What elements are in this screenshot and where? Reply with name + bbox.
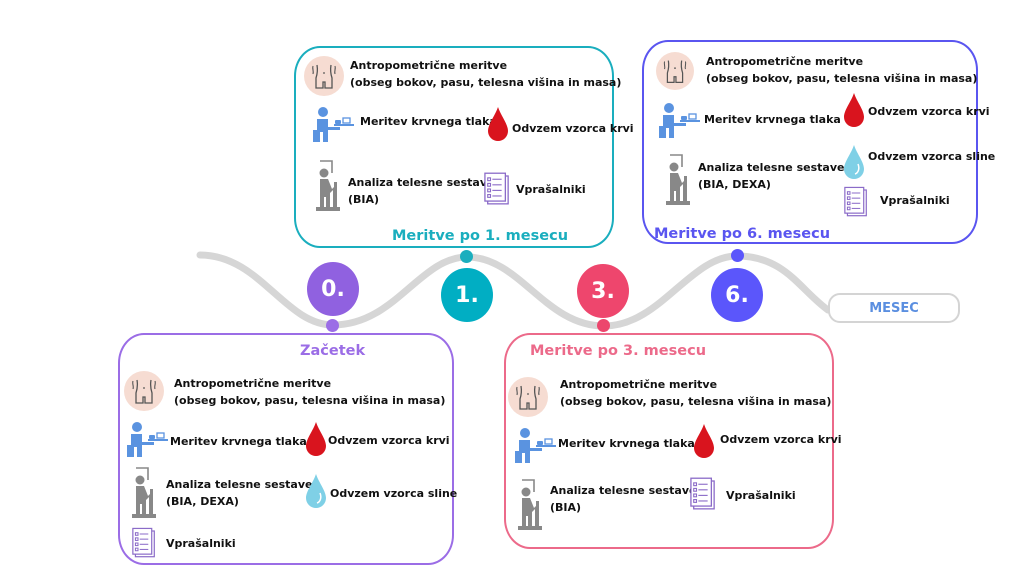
anthropometric-label: Antropometrične meritve (obseg bokov, pa… xyxy=(560,376,831,410)
blood-drop-icon xyxy=(842,92,866,128)
body-composition-line1: Analiza telesne sestave xyxy=(550,484,697,497)
connector-dot-month-3 xyxy=(597,319,610,332)
saliva-sample-label: Odvzem vzorca sline xyxy=(868,150,996,163)
body-composition-icon xyxy=(314,156,344,212)
blood-sample-label: Odvzem vzorca krvi xyxy=(328,434,450,447)
blood-pressure-label: Meritev krvnega tlaka xyxy=(170,435,307,448)
anthropometric-icon xyxy=(304,56,344,96)
body-composition-label: Analiza telesne sestave (BIA, DEXA) xyxy=(698,159,844,193)
body-composition-line2: (BIA) xyxy=(348,193,380,206)
connector-dot-month-1 xyxy=(460,250,473,263)
anthropometric-icon xyxy=(656,52,694,90)
anthropometric-label: Antropometrične meritve (obseg bokov, pa… xyxy=(174,375,445,409)
blood-sample-label: Odvzem vzorca krvi xyxy=(720,433,842,446)
card-title: Meritve po 6. mesecu xyxy=(654,226,831,242)
body-composition-line2: (BIA, DEXA) xyxy=(166,495,239,508)
blood-pressure-icon xyxy=(312,106,356,142)
questionnaire-label: Vprašalniki xyxy=(516,183,586,196)
saliva-drop-icon xyxy=(304,473,328,509)
anthropometric-icon xyxy=(508,377,548,417)
anthropometric-line1: Antropometrične meritve xyxy=(706,55,864,68)
questionnaire-icon xyxy=(844,186,868,218)
blood-sample-label: Odvzem vzorca krvi xyxy=(868,105,990,118)
questionnaire-label: Vprašalniki xyxy=(880,194,950,207)
blood-drop-icon xyxy=(692,423,716,459)
blood-pressure-label: Meritev krvnega tlaka xyxy=(360,115,497,128)
card-start: Začetek Antropometrične meritve (obseg b… xyxy=(118,333,458,565)
anthropometric-line1: Antropometrične meritve xyxy=(174,377,332,390)
saliva-drop-icon xyxy=(842,144,866,180)
card-month-1: Antropometrične meritve (obseg bokov, pa… xyxy=(294,46,634,248)
blood-pressure-icon xyxy=(514,427,558,463)
questionnaire-icon xyxy=(132,527,156,559)
anthropometric-line2: (obseg bokov, pasu, telesna višina in ma… xyxy=(350,76,622,89)
anthropometric-line2: (obseg bokov, pasu, telesna višina in ma… xyxy=(706,72,978,85)
anthropometric-line1: Antropometrične meritve xyxy=(560,378,718,391)
body-composition-line2: (BIA) xyxy=(550,501,582,514)
questionnaire-icon xyxy=(690,477,716,511)
anthropometric-label: Antropometrične meritve (obseg bokov, pa… xyxy=(350,57,621,91)
body-composition-line2: (BIA, DEXA) xyxy=(698,178,771,191)
body-composition-line1: Analiza telesne sestave xyxy=(698,161,845,174)
saliva-sample-label: Odvzem vzorca sline xyxy=(330,487,458,500)
anthropometric-label: Antropometrične meritve (obseg bokov, pa… xyxy=(706,53,977,87)
body-composition-icon xyxy=(664,150,694,206)
questionnaire-label: Vprašalniki xyxy=(166,537,236,550)
body-composition-icon xyxy=(130,463,160,519)
blood-pressure-label: Meritev krvnega tlaka xyxy=(704,113,841,126)
blood-sample-label: Odvzem vzorca krvi xyxy=(512,122,634,135)
anthropometric-line2: (obseg bokov, pasu, telesna višina in ma… xyxy=(560,395,832,408)
connector-dot-month-6 xyxy=(731,249,744,262)
body-composition-line1: Analiza telesne sestave xyxy=(166,478,313,491)
anthropometric-line2: (obseg bokov, pasu, telesna višina in ma… xyxy=(174,394,446,407)
body-composition-label: Analiza telesne sestave (BIA) xyxy=(550,482,696,516)
body-composition-icon xyxy=(516,475,546,531)
blood-pressure-icon xyxy=(658,102,702,138)
milestone-badge-0: 0. xyxy=(307,262,359,316)
card-month-3: Meritve po 3. mesecu Antropometrične mer… xyxy=(504,333,842,549)
connector-dot-start xyxy=(326,319,339,332)
blood-pressure-label: Meritev krvnega tlaka xyxy=(558,437,695,450)
body-composition-label: Analiza telesne sestave (BIA, DEXA) xyxy=(166,476,312,510)
milestone-badge-6: 6. xyxy=(711,268,763,322)
card-month-6: Antropometrične meritve (obseg bokov, pa… xyxy=(642,40,995,244)
body-composition-label: Analiza telesne sestave (BIA) xyxy=(348,174,494,208)
month-axis-label: MESEC xyxy=(828,293,960,323)
card-title: Meritve po 3. mesecu xyxy=(530,343,707,359)
card-title: Meritve po 1. mesecu xyxy=(392,228,569,244)
blood-drop-icon xyxy=(304,421,328,457)
blood-pressure-icon xyxy=(126,421,170,457)
anthropometric-icon xyxy=(124,371,164,411)
blood-drop-icon xyxy=(486,106,510,142)
questionnaire-icon xyxy=(484,172,510,206)
milestone-badge-1: 1. xyxy=(441,268,493,322)
milestone-badge-3: 3. xyxy=(577,264,629,318)
anthropometric-line1: Antropometrične meritve xyxy=(350,59,508,72)
questionnaire-label: Vprašalniki xyxy=(726,489,796,502)
card-title: Začetek xyxy=(300,343,366,359)
body-composition-line1: Analiza telesne sestave xyxy=(348,176,495,189)
